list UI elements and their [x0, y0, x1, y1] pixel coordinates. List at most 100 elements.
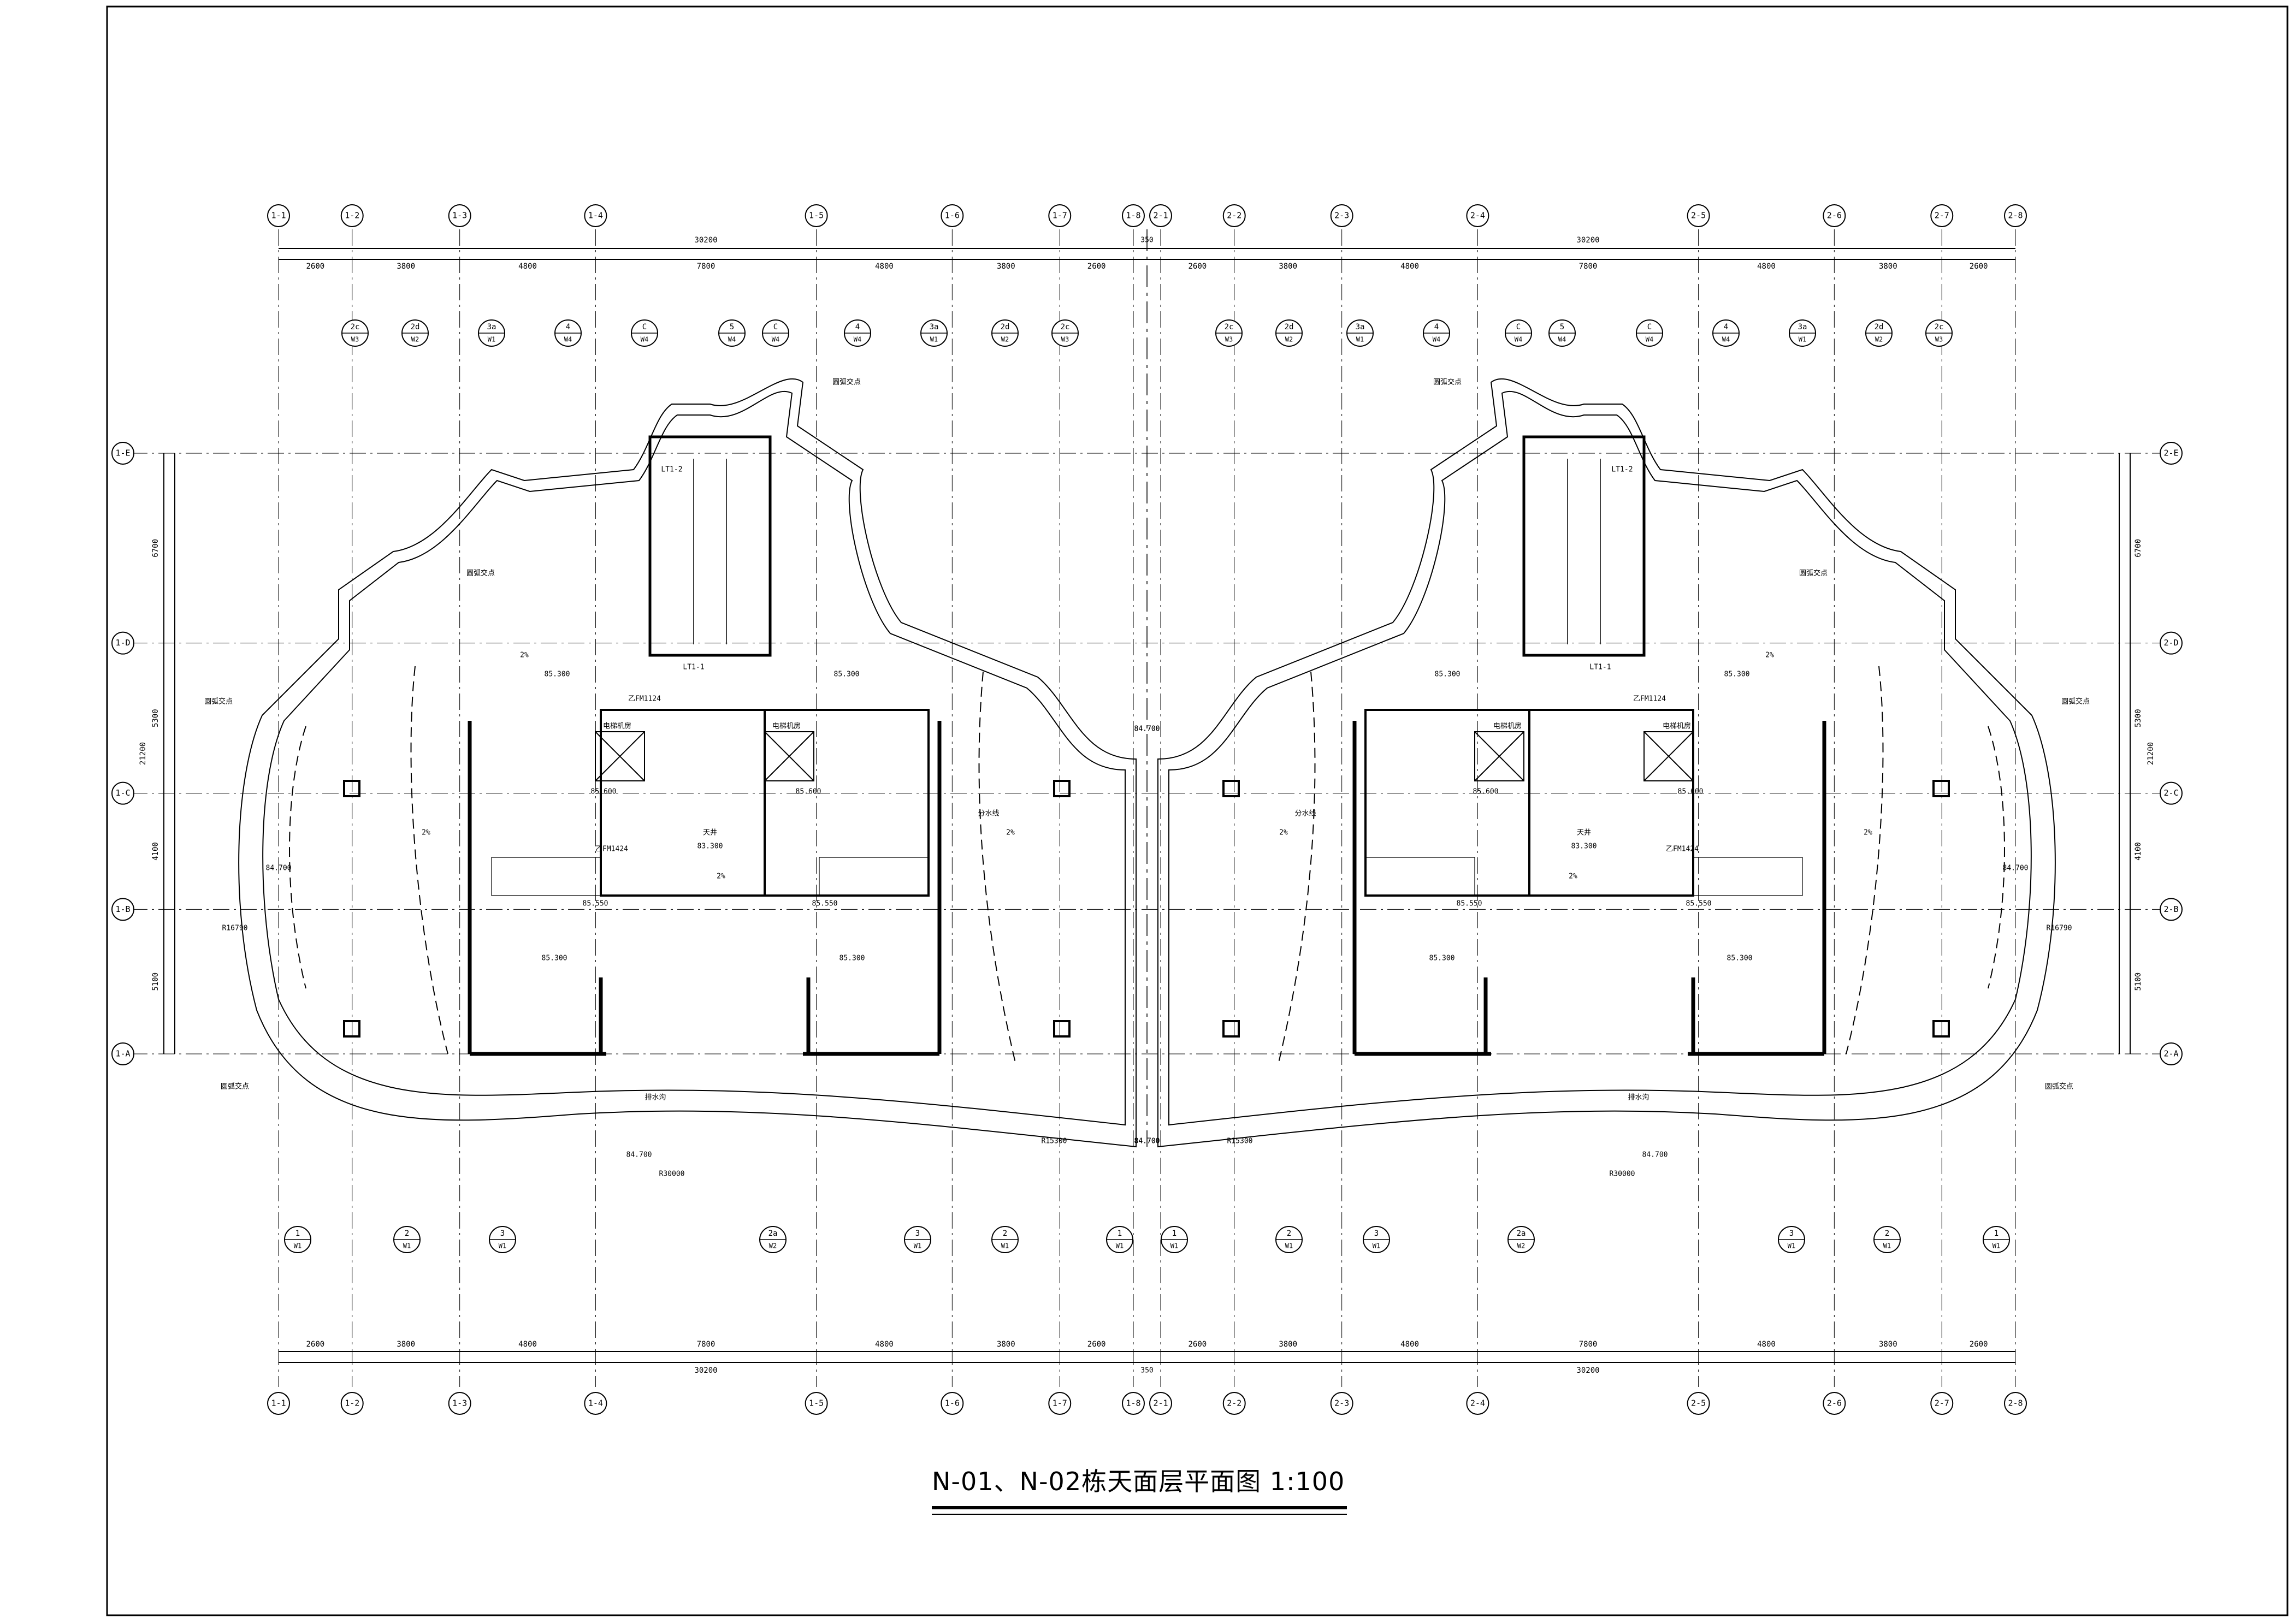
- axis-label: 2-3: [1334, 211, 1349, 221]
- elevation-label: 84.700: [1134, 1137, 1160, 1146]
- arc-label: 圆弧交点: [1433, 378, 1462, 387]
- sheet-border: [106, 5, 2289, 1616]
- span-dim: 7800: [1579, 1340, 1598, 1349]
- axis-bubble: [1823, 204, 1846, 227]
- axis-bubble: [1330, 1392, 1353, 1415]
- span-dim: 4800: [875, 1340, 894, 1349]
- room-label: 电梯机房: [1663, 722, 1691, 731]
- radius-label: R16790: [2047, 924, 2072, 933]
- axis-bubble: [2004, 204, 2027, 227]
- span-dim: 4800: [518, 1340, 537, 1349]
- section-mark-number: C: [773, 323, 778, 331]
- section-mark-sheet: W1: [1799, 336, 1806, 343]
- axis-bubble: [2160, 442, 2183, 465]
- span-dim: 2600: [306, 1340, 325, 1349]
- room-label: 电梯机房: [603, 722, 631, 731]
- depth-total: 21200: [139, 742, 147, 765]
- depth-dim: 6700: [2134, 539, 2143, 558]
- door-label: 乙FM1124: [628, 695, 661, 703]
- section-mark-number: 4: [1434, 323, 1439, 331]
- elevation-label: 85.550: [1457, 900, 1482, 908]
- elevation-label: 83.300: [1571, 843, 1597, 851]
- slope-label: 2%: [1006, 829, 1015, 837]
- depth-dim: 5300: [151, 709, 160, 727]
- section-mark-number: 2d: [1285, 323, 1294, 331]
- span-dim: 3800: [997, 1340, 1015, 1349]
- radius-label: R30000: [1610, 1170, 1635, 1178]
- depth-dim: 5100: [2134, 973, 2143, 991]
- slope-label: 2%: [520, 651, 529, 660]
- bottom-mark-number: 2: [405, 1229, 409, 1238]
- section-mark-sheet: W4: [1558, 336, 1566, 343]
- section-mark-sheet: W3: [1061, 336, 1069, 343]
- elevation-label: 85.300: [1727, 955, 1753, 963]
- section-mark-sheet: W2: [1001, 336, 1009, 343]
- span-dim: 7800: [697, 262, 716, 271]
- bottom-mark-sheet: W1: [1883, 1242, 1891, 1250]
- axis-label: 1-1: [271, 1398, 286, 1408]
- axis-label: 1-D: [115, 638, 130, 648]
- bottom-mark-number: 3: [1374, 1229, 1379, 1238]
- door-label: 乙FM1424: [595, 845, 628, 854]
- axis-bubble: [340, 204, 364, 227]
- section-mark-sheet: W1: [488, 336, 495, 343]
- span-dim: 4800: [1400, 262, 1419, 271]
- axis-bubble: [1466, 1392, 1489, 1415]
- axis-bubble: [340, 1392, 364, 1415]
- axis-label: 2-8: [2008, 211, 2023, 221]
- span-dim: 2600: [1087, 262, 1106, 271]
- elevation-label: 84.700: [1642, 1151, 1668, 1159]
- section-mark-sheet: W3: [351, 336, 359, 343]
- elevation-label: 83.300: [697, 843, 723, 851]
- axis-bubble: [1122, 204, 1145, 227]
- span-dim: 3800: [397, 262, 415, 271]
- bottom-mark-sheet: W2: [769, 1242, 777, 1250]
- axis-bubble: [1048, 204, 1072, 227]
- span-dim: 2600: [1970, 262, 1988, 271]
- section-mark-number: 2c: [1225, 323, 1234, 331]
- axis-grid: 1-11-11-21-21-31-31-41-41-51-51-61-61-71…: [111, 204, 2183, 1415]
- axis-bubble: [111, 781, 134, 805]
- span-dim: 3800: [997, 262, 1015, 271]
- axis-label: 1-3: [452, 1398, 467, 1408]
- stair-label: LT1-1: [683, 663, 704, 672]
- stair-label: LT1-2: [1611, 466, 1633, 474]
- axis-label: 2-7: [1935, 1398, 1949, 1408]
- axis-bubble: [941, 204, 964, 227]
- bottom-mark-sheet: W1: [1170, 1242, 1178, 1250]
- axis-bubble: [805, 1392, 828, 1415]
- axis-bubble: [2160, 781, 2183, 805]
- elevation-label: 85.550: [583, 900, 608, 908]
- span-dim: 7800: [697, 1340, 716, 1349]
- axis-bubble: [584, 204, 607, 227]
- section-mark-sheet: W2: [1875, 336, 1883, 343]
- elevation-label: 85.600: [1678, 788, 1704, 796]
- span-dim: 4800: [1400, 1340, 1419, 1349]
- section-mark-sheet: W3: [1935, 336, 1943, 343]
- door-label: 乙FM1124: [1633, 695, 1666, 703]
- depth-dim: 5100: [151, 973, 160, 991]
- axis-bubble: [941, 1392, 964, 1415]
- total-dim: 30200: [694, 236, 717, 245]
- axis-bubble: [111, 442, 134, 465]
- depth-dim: 4100: [151, 842, 160, 861]
- bottom-mark-sheet: W1: [1788, 1242, 1795, 1250]
- axis-label: 1-7: [1053, 1398, 1067, 1408]
- axis-bubble: [2160, 1042, 2183, 1065]
- slope-label: 2%: [1765, 651, 1774, 660]
- total-dim: 30200: [1576, 1366, 1599, 1375]
- bottom-mark-number: 3: [915, 1229, 920, 1238]
- axis-label: 1-C: [115, 788, 130, 798]
- axis-label: 2-5: [1691, 211, 1706, 221]
- axis-bubble: [1222, 204, 1246, 227]
- section-mark-sheet: W4: [564, 336, 572, 343]
- axis-bubble: [1048, 1392, 1072, 1415]
- axis-bubble: [2160, 898, 2183, 921]
- section-mark-number: 3a: [1356, 323, 1365, 331]
- elevation-label: 84.700: [626, 1151, 652, 1159]
- axis-label: 2-7: [1935, 211, 1949, 221]
- axis-label: 2-2: [1227, 1398, 1241, 1408]
- bottom-mark-number: 2a: [1517, 1229, 1526, 1238]
- axis-label: 2-1: [1153, 1398, 1168, 1408]
